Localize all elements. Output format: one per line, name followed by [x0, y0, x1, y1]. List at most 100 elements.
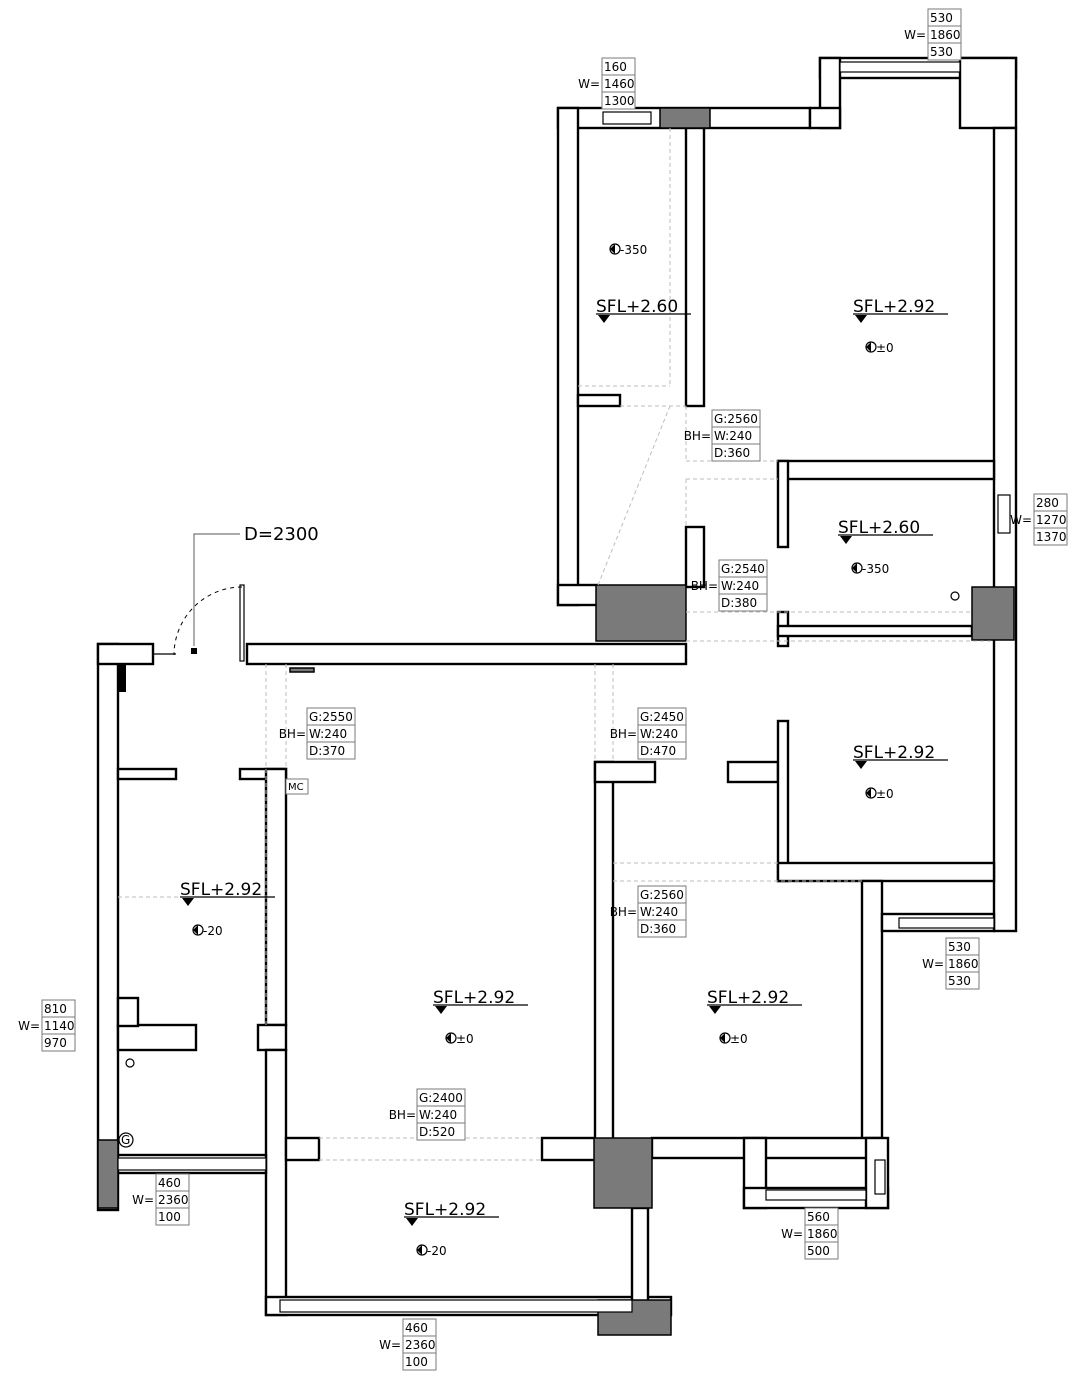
beam-tag-cell	[637, 919, 687, 938]
room-level: SFL+2.92	[180, 880, 262, 900]
window-tag-cell	[402, 1352, 437, 1371]
floor-offset: -20	[427, 1244, 447, 1258]
beam-dimension: D:360	[714, 446, 750, 460]
wall-right-mid	[776, 861, 996, 883]
mc-label: MC	[288, 782, 304, 793]
beam-dimension: W:240	[309, 727, 347, 741]
window-tag-cell	[1033, 527, 1068, 546]
door-marker	[191, 648, 197, 654]
window-glazing	[765, 1189, 867, 1201]
window-glazing	[898, 917, 995, 929]
window-dimension: 2360	[158, 1193, 189, 1207]
door-label: D=2300	[244, 524, 319, 545]
floor-offset-tag: -350	[851, 562, 889, 576]
offset-marker-fill	[720, 1033, 725, 1043]
wall-right-vertical	[776, 719, 790, 883]
wall-bay-right	[958, 56, 1018, 130]
window-width-prefix: W=	[904, 28, 926, 42]
floor-offset-tag: -20	[192, 924, 223, 938]
floor-offset-tag: -20	[416, 1244, 447, 1258]
kitchen-hob	[116, 996, 140, 1028]
window-glazing	[602, 111, 652, 125]
room-level-tag: SFL+2.92	[433, 988, 528, 1014]
wall-left-upper	[556, 106, 580, 607]
column	[595, 584, 687, 642]
wall-left-outer	[96, 642, 120, 1212]
room-level-tag: SFL+2.92	[853, 297, 948, 323]
window-dimension: 1140	[44, 1019, 75, 1033]
wall-left-partition-low	[264, 1048, 288, 1317]
floor-offset: ±0	[456, 1032, 474, 1046]
beam-height-prefix: BH=	[684, 429, 711, 443]
floor-offset-tag: -350	[609, 243, 647, 257]
window-dimension: 1860	[948, 957, 979, 971]
wall-mid-upper	[684, 126, 706, 408]
window-dimension: 560	[807, 1210, 830, 1224]
beam-height-prefix: BH=	[389, 1108, 416, 1122]
window-dimension: 1460	[604, 77, 635, 91]
beam-dimension: D:360	[640, 922, 676, 936]
window-tag-cell	[804, 1241, 839, 1260]
offset-marker-fill	[866, 342, 871, 352]
window-glazing	[997, 494, 1011, 534]
window-dimension: 1370	[1036, 530, 1067, 544]
window-glazing	[839, 61, 961, 73]
wall-living-bottom-right	[540, 1136, 598, 1162]
window-dimension: 2360	[405, 1338, 436, 1352]
gas-label: G	[121, 1133, 130, 1147]
level-arrow-icon	[709, 1006, 721, 1014]
wall-stub-1	[576, 393, 622, 408]
window-width-prefix: W=	[18, 1019, 40, 1033]
beam-tag-cell	[637, 741, 687, 760]
wall-bath-top	[776, 459, 996, 481]
floor-offset: ±0	[876, 341, 894, 355]
mc-box	[285, 778, 309, 795]
beam-tags: G:2560W:240D:360BH=G:2540W:240D:380BH=G:…	[279, 409, 768, 1141]
beam-lines	[118, 128, 994, 1161]
wall-mid-vertical	[593, 760, 615, 1142]
columns	[97, 107, 1015, 1336]
beam-dimension: W:240	[640, 727, 678, 741]
window-dimension: 100	[158, 1210, 181, 1224]
room-level-tag: SFL+2.60	[838, 518, 933, 544]
offset-marker-fill	[866, 788, 871, 798]
floor-offset-tag: ±0	[865, 787, 894, 801]
floor-offset: ±0	[876, 787, 894, 801]
room-level: SFL+2.92	[404, 1200, 486, 1220]
floor-offset: -20	[203, 924, 223, 938]
floor-offset: -350	[620, 243, 647, 257]
room-level: SFL+2.92	[853, 297, 935, 317]
beam-dimension: G:2560	[714, 412, 758, 426]
window-dimension: 970	[44, 1036, 67, 1050]
door-leaf	[239, 584, 245, 662]
offset-marker-fill	[417, 1245, 422, 1255]
window-width-prefix: W=	[781, 1227, 803, 1241]
wall-balcony-right	[630, 1206, 650, 1317]
window-tags: 5301860530W=16014601300W=28012701370W=53…	[18, 8, 1068, 1371]
window-dimension: 530	[948, 974, 971, 988]
level-arrow-icon	[406, 1218, 418, 1226]
beam-dimension: W:240	[714, 429, 752, 443]
window-dimension: 160	[604, 60, 627, 74]
room-level-tag: SFL+2.60	[596, 297, 691, 323]
window-dimension: 460	[158, 1176, 181, 1190]
window-dimension: 460	[405, 1321, 428, 1335]
beam-dimension: D:520	[419, 1125, 455, 1139]
beam-dimension: G:2450	[640, 710, 684, 724]
window-width-prefix: W=	[578, 77, 600, 91]
beam-dimension: G:2540	[721, 562, 765, 576]
wall-right-lower	[860, 879, 884, 1141]
window-tag-cell	[155, 1207, 190, 1226]
beam-dimension: G:2560	[640, 888, 684, 902]
column	[289, 667, 315, 673]
floor-offset-tag: ±0	[719, 1032, 748, 1046]
window-dimension: 1300	[604, 94, 635, 108]
beam-height-prefix: BH=	[610, 905, 637, 919]
walls	[96, 56, 1018, 1317]
